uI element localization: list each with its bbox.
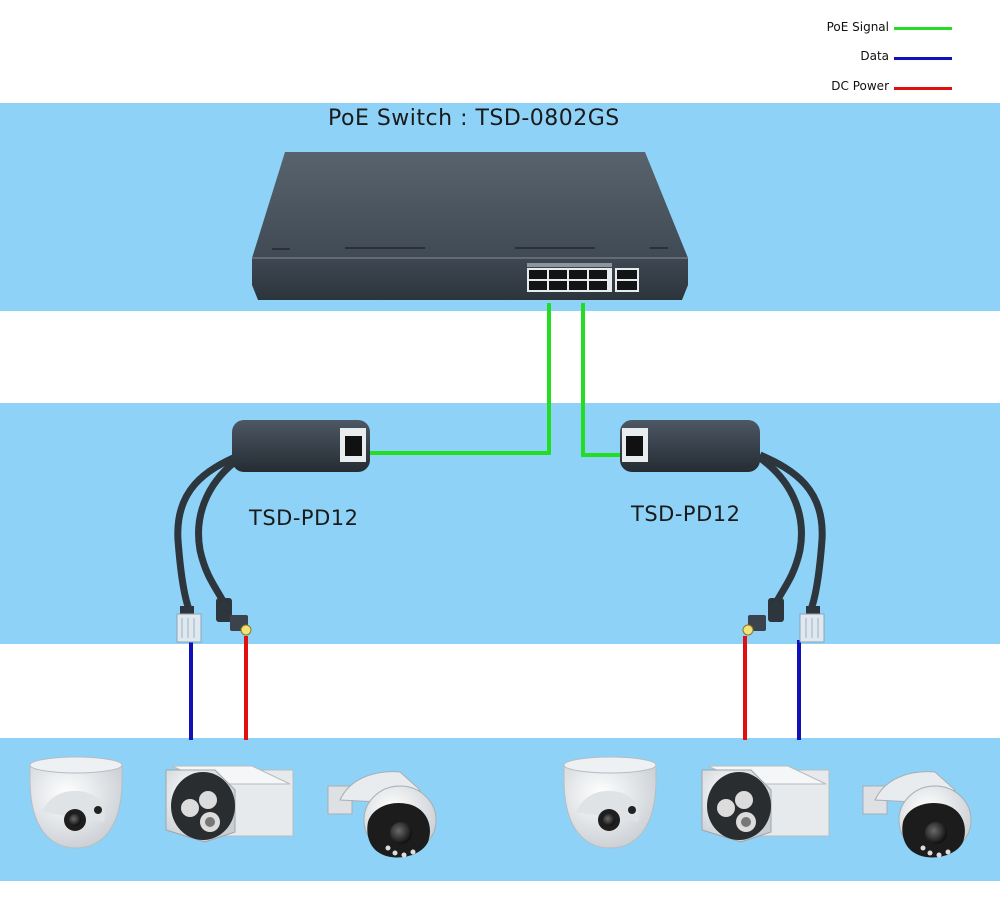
switch-title: PoE Switch : TSD-0802GS	[328, 106, 620, 131]
poe-splitter-icon-left	[174, 420, 370, 643]
poe-splitter-icon-right	[620, 420, 826, 643]
splitter-label-left: TSD-PD12	[249, 506, 359, 530]
dome-camera-icon	[29, 756, 123, 849]
splitter-band	[0, 403, 1000, 644]
splitter-label-right: TSD-PD12	[631, 502, 741, 526]
legend-line-poe-signal	[894, 27, 952, 30]
ptz-camera-icon	[327, 771, 437, 858]
network-switch-icon	[252, 152, 688, 300]
switch-ports	[527, 268, 639, 292]
rj45-plug-icon	[176, 606, 202, 643]
rj45-plug-icon	[799, 606, 825, 643]
poe-signal-line-left	[368, 303, 551, 455]
legend-label-data: Data	[860, 49, 889, 63]
legend-label-dc-power: DC Power	[831, 79, 889, 93]
bullet-camera-icon	[701, 765, 830, 843]
legend-label-poe-signal: PoE Signal	[826, 20, 889, 34]
poe-signal-line-right	[581, 303, 625, 457]
dome-camera-icon	[563, 756, 657, 849]
bullet-camera-icon	[165, 765, 294, 843]
ptz-camera-icon	[862, 771, 972, 858]
legend-line-data	[894, 57, 952, 60]
legend-line-dc-power	[894, 87, 952, 90]
dc-plug-icon	[742, 598, 784, 636]
dc-plug-icon	[216, 598, 252, 636]
